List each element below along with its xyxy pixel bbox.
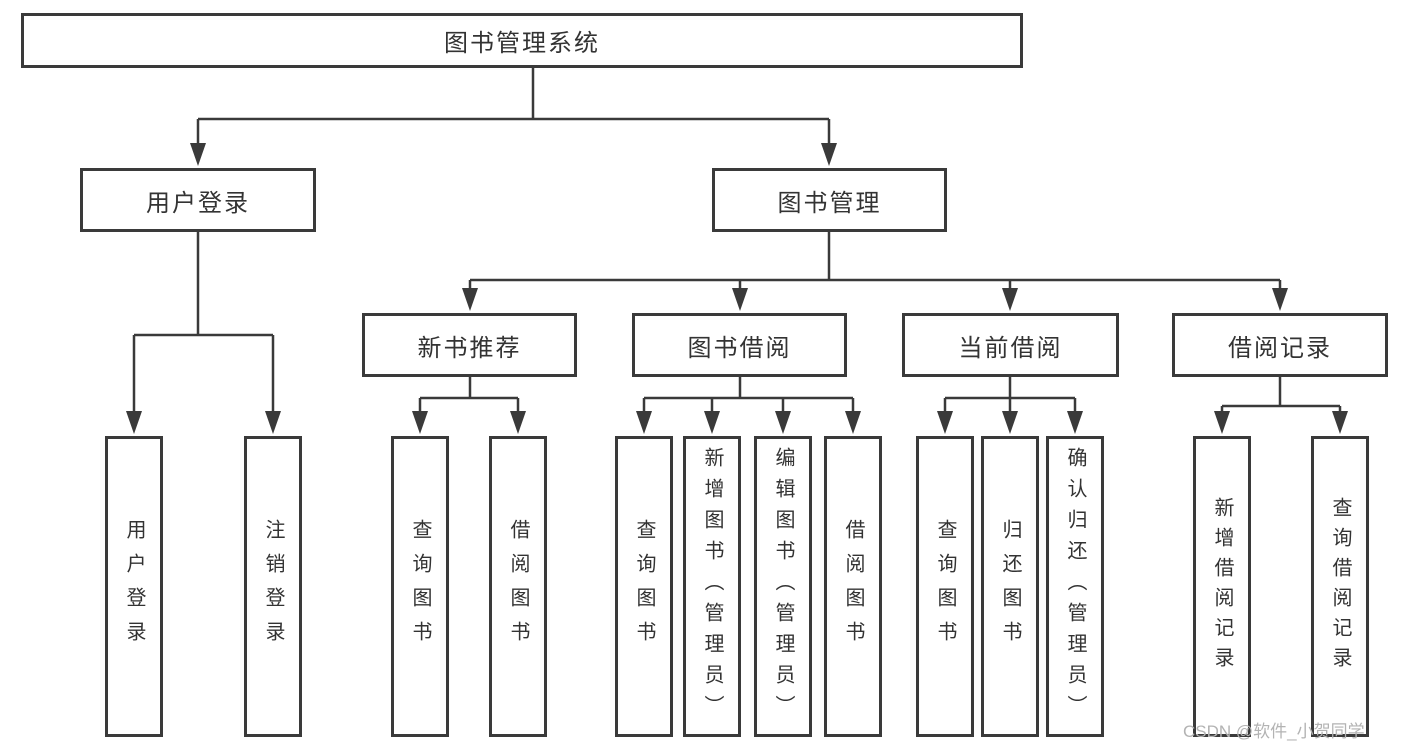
arrowhead [412,411,428,434]
node-current-borrow: 当前借阅 [902,313,1119,377]
leaf-borrow-books-recommend: 借阅图书 [489,436,547,737]
leaf-borrow-books: 借阅图书 [824,436,882,737]
arrowhead [462,288,478,311]
leaf-logout-label: 注销登录 [262,518,284,655]
node-user-login: 用户登录 [80,168,316,232]
node-book-management: 图书管理 [712,168,947,232]
leaf-query-books-recommend: 查询图书 [391,436,449,737]
arrowhead [510,411,526,434]
node-library-system: 图书管理系统 [21,13,1023,68]
connector-new-book-recommend-to-leaves [412,377,526,434]
node-book-borrow: 图书借阅 [632,313,847,377]
node-current-borrow-label: 当前借阅 [958,334,1063,362]
connector-user-login-to-leaves [126,232,281,434]
arrowhead [1067,411,1083,434]
node-borrow-records: 借阅记录 [1172,313,1388,377]
leaf-add-books-admin: 新增图书（管理员） [683,436,741,737]
connector-root-to-level2 [190,68,837,166]
leaf-edit-books-admin: 编辑图书（管理员） [754,436,812,737]
leaf-add-borrow-record: 新增借阅记录 [1193,436,1251,737]
leaf-query-books-borrow-label: 查询图书 [633,518,655,655]
leaf-borrow-books-recommend-label: 借阅图书 [507,518,529,655]
arrowhead [1002,288,1018,311]
arrowhead [821,143,837,166]
arrowhead [845,411,861,434]
arrowhead [775,411,791,434]
node-library-system-label: 图书管理系统 [444,30,600,57]
leaf-logout: 注销登录 [244,436,302,737]
arrowhead [126,411,142,434]
leaf-user-login: 用户登录 [105,436,163,737]
arrowhead [1272,288,1288,311]
node-book-management-label: 图书管理 [777,189,882,217]
leaf-query-books-borrow: 查询图书 [615,436,673,737]
leaf-query-books-recommend-label: 查询图书 [409,518,431,655]
node-user-login-label: 用户登录 [146,189,250,217]
arrowhead [1332,411,1348,434]
leaf-query-borrow-record: 查询借阅记录 [1311,436,1369,737]
arrowhead [636,411,652,434]
leaf-borrow-books-label: 借阅图书 [842,518,864,655]
node-new-book-recommend: 新书推荐 [362,313,577,377]
arrowhead [937,411,953,434]
connector-book-management-to-level3 [462,232,1288,311]
leaf-query-books-current: 查询图书 [916,436,974,737]
leaf-return-books-label: 归还图书 [999,518,1021,655]
arrowhead [704,411,720,434]
node-new-book-recommend-label: 新书推荐 [417,334,522,362]
arrowhead [1214,411,1230,434]
leaf-add-books-admin-label: 新增图书（管理员） [701,447,723,726]
arrowhead [190,143,206,166]
leaf-return-books: 归还图书 [981,436,1039,737]
leaf-confirm-return-admin-label: 确认归还（管理员） [1064,447,1086,726]
node-borrow-records-label: 借阅记录 [1228,334,1332,362]
connector-borrow-records-to-leaves [1214,377,1348,434]
arrowhead [265,411,281,434]
connector-book-borrow-to-leaves [636,377,861,434]
connector-current-borrow-to-leaves [937,377,1083,434]
arrowhead [1002,411,1018,434]
leaf-user-login-label: 用户登录 [123,518,145,655]
csdn-watermark: CSDN @软件_小贺同学 [1183,722,1365,741]
leaf-query-borrow-record-label: 查询借阅记录 [1329,496,1351,677]
node-book-borrow-label: 图书借阅 [687,334,792,362]
leaf-edit-books-admin-label: 编辑图书（管理员） [772,447,794,726]
arrowhead [732,288,748,311]
leaf-query-books-current-label: 查询图书 [934,518,956,655]
leaf-confirm-return-admin: 确认归还（管理员） [1046,436,1104,737]
leaf-add-borrow-record-label: 新增借阅记录 [1211,496,1233,677]
